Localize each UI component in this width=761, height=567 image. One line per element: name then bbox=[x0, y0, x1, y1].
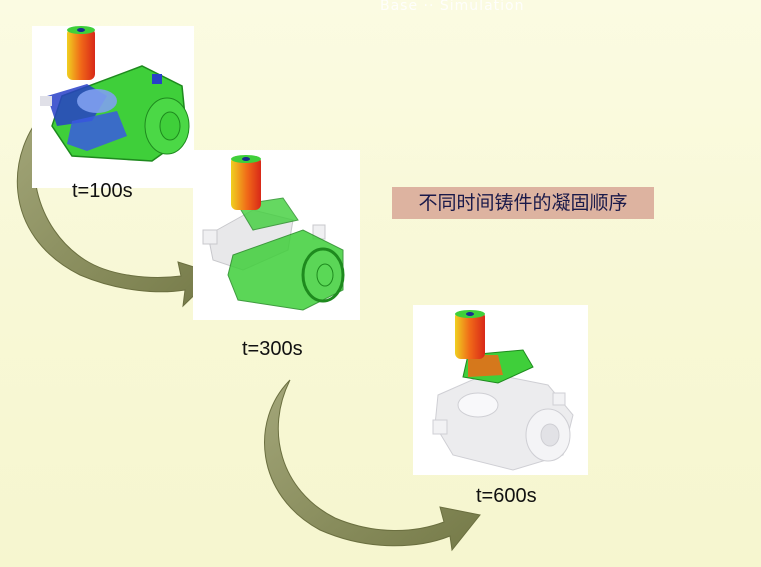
header-text: Base ·· Simulation bbox=[380, 0, 525, 14]
casting-frame-t600 bbox=[413, 305, 588, 475]
time-label-t300: t=300s bbox=[242, 338, 303, 360]
casting-render-t100-icon bbox=[40, 26, 190, 162]
casting-frame-t100 bbox=[32, 26, 194, 188]
time-label-t600: t=600s bbox=[476, 485, 537, 507]
caption-box: 不同时间铸件的凝固顺序 bbox=[392, 187, 654, 219]
time-label-t100: t=100s bbox=[72, 180, 133, 202]
casting-render-t300-icon bbox=[202, 155, 345, 311]
casting-frame-t300 bbox=[193, 150, 360, 320]
casting-render-t600-icon bbox=[432, 310, 574, 471]
